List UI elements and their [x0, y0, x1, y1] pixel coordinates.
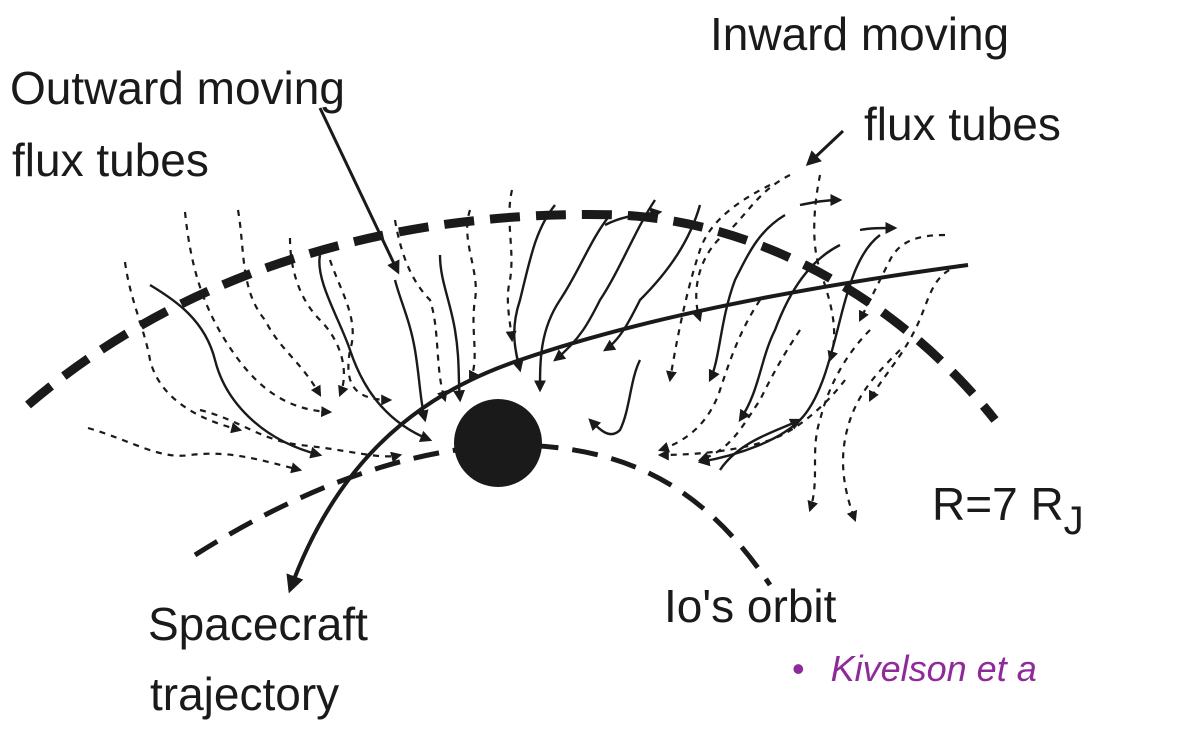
inward-pointer-arrow: [808, 131, 843, 164]
flux-tube-solid: [395, 280, 425, 420]
flux-tube-solid: [800, 200, 840, 205]
outward-label-line1: Outward moving: [10, 62, 345, 114]
flux-tube-solid: [440, 255, 460, 400]
flux-tube-dotted: [670, 185, 770, 380]
flux-tube-solid: [860, 228, 895, 230]
citation-text: Kivelson et a: [831, 648, 1037, 689]
flux-tube-dotted: [660, 300, 760, 450]
citation-bullet: •: [792, 648, 805, 689]
spacecraft-trajectory: [290, 265, 968, 590]
spacecraft-label-line1: Spacecraft: [148, 598, 368, 650]
flux-tube-dotted: [238, 210, 320, 395]
flux-tube-dotted: [508, 190, 512, 340]
io-orbit-label: Io's orbit: [664, 580, 836, 632]
flux-tube-dotted: [700, 330, 800, 460]
flux-tube-solid: [514, 205, 555, 370]
io-moon: [454, 399, 542, 487]
radius-label-main: R=7 R: [932, 478, 1064, 530]
flux-tube-dotted: [395, 220, 445, 400]
citation: • Kivelson et a: [792, 648, 1037, 690]
outward-label-line2: flux tubes: [12, 134, 209, 186]
radius-7rj-arc: [28, 214, 995, 420]
flux-tube-dotted: [330, 260, 390, 400]
inward-label-line1: Inward moving: [710, 8, 1009, 60]
radius-label-subscript: J: [1064, 499, 1084, 543]
inward-label-line2: flux tubes: [864, 98, 1061, 150]
flux-tube-dotted: [88, 428, 300, 470]
flux-tube-dotted: [810, 330, 870, 510]
flux-tube-dotted: [125, 262, 240, 430]
flux-tube-solid: [590, 360, 640, 434]
spacecraft-label-line2: trajectory: [150, 668, 339, 720]
radius-label: R=7 RJ: [932, 478, 1084, 533]
flux-tube-dotted: [843, 350, 900, 520]
flux-tube-dotted: [185, 212, 330, 412]
flux-tube-dotted: [870, 265, 960, 400]
flux-tube-dotted: [467, 210, 476, 380]
